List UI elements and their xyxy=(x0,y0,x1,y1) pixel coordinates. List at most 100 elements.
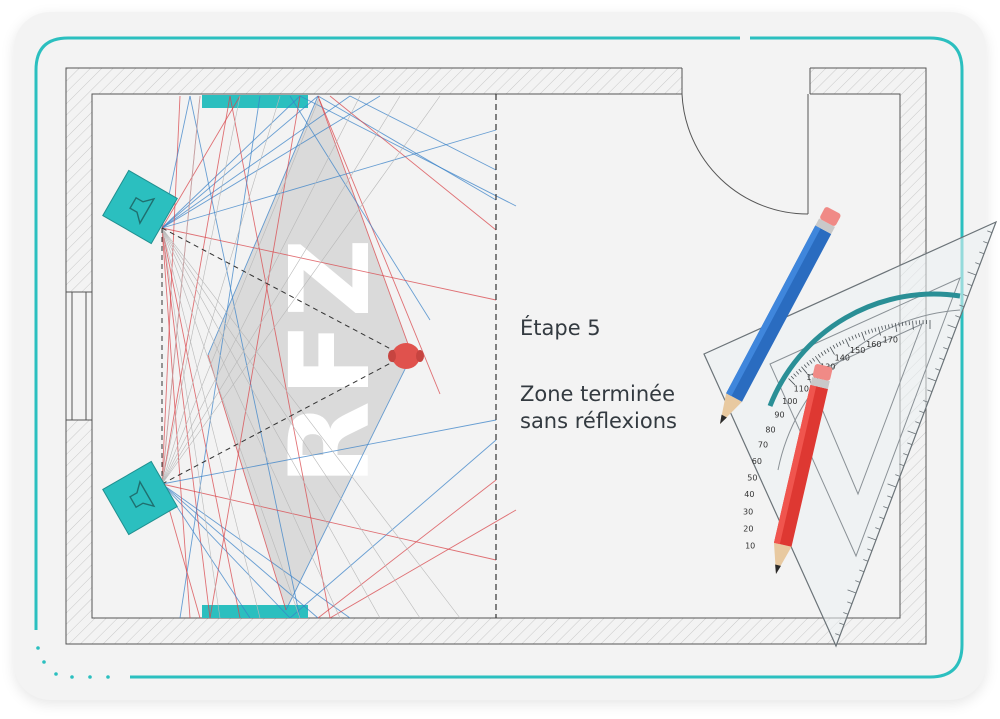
reflection-ray xyxy=(299,95,517,207)
set-square-tick xyxy=(843,612,849,615)
set-square-tick xyxy=(927,389,933,392)
protractor-label: 50 xyxy=(747,473,757,482)
set-square-tick xyxy=(847,601,853,604)
protractor-label: 80 xyxy=(765,425,775,434)
reflection-ray xyxy=(349,95,497,171)
set-square-tick xyxy=(923,400,929,403)
protractor-tick xyxy=(838,341,842,346)
protractor-label: 40 xyxy=(744,490,754,499)
reflection-ray xyxy=(329,95,497,231)
reflection-ray xyxy=(161,95,241,229)
protractor-tick xyxy=(901,321,904,326)
protractor-tick xyxy=(801,366,808,374)
set-square-tick xyxy=(847,589,857,594)
protractor-tick xyxy=(820,352,824,356)
set-square-tick xyxy=(867,536,877,541)
caption-line-2: sans réflexions xyxy=(520,409,677,433)
reflection-ray xyxy=(189,95,301,619)
faint-ray xyxy=(161,227,341,619)
protractor-label: 100 xyxy=(782,397,797,406)
protractor-tick xyxy=(790,375,795,380)
protractor-tick xyxy=(881,325,883,330)
set-square-tick xyxy=(919,410,925,414)
listening-triangle xyxy=(161,227,405,485)
set-square-tick xyxy=(943,347,949,350)
faint-ray xyxy=(161,227,221,619)
protractor-tick xyxy=(848,337,851,342)
step-label: Étape 5 xyxy=(520,316,601,340)
set-square-tick xyxy=(967,283,973,286)
protractor-tick xyxy=(854,334,857,339)
set-square-tick xyxy=(947,324,957,329)
protractor-tick xyxy=(867,329,870,334)
frame-accent-dots xyxy=(36,646,110,679)
protractor-tick xyxy=(793,373,797,377)
set-square-tick xyxy=(907,430,917,435)
protractor-tick xyxy=(894,322,898,332)
protractor-label: 110 xyxy=(794,384,809,393)
caption: Zone terminée sans réflexions xyxy=(520,381,720,435)
protractor-tick xyxy=(898,322,900,327)
pencil-red-icon xyxy=(773,364,833,574)
protractor-tick xyxy=(788,378,796,386)
reflection-ray xyxy=(161,227,211,619)
reflection-ray xyxy=(161,483,291,619)
faint-ray xyxy=(161,227,461,619)
faint-ray xyxy=(161,227,261,619)
protractor-label: 70 xyxy=(758,441,768,450)
protractor-tick xyxy=(829,346,835,355)
protractor-label: 170 xyxy=(883,335,898,344)
listener-icon xyxy=(388,343,424,369)
reflection-rays xyxy=(161,95,517,619)
set-square-tick xyxy=(983,241,989,244)
protractor-label: 140 xyxy=(835,354,850,363)
reflection-ray xyxy=(161,129,497,229)
set-square-tick xyxy=(855,580,861,583)
absorber-panel-top xyxy=(202,95,308,108)
set-square-tick xyxy=(875,527,881,530)
protractor-tick xyxy=(826,348,830,353)
set-square-tick xyxy=(879,516,885,520)
caption-line-1: Zone terminée xyxy=(520,382,675,406)
reflection-ray xyxy=(161,419,497,485)
protractor-tick xyxy=(877,326,881,336)
set-square-tick xyxy=(839,622,845,626)
set-square-tick xyxy=(955,315,961,318)
faint-ray xyxy=(161,227,381,619)
set-square-tick xyxy=(967,271,977,276)
protractor-tick xyxy=(912,320,914,330)
set-square-tick xyxy=(883,506,889,509)
reflection-ray xyxy=(285,354,413,611)
reflection-ray xyxy=(161,227,497,301)
set-square-tick xyxy=(963,294,969,297)
reflection-ray xyxy=(161,95,351,229)
reflection-ray xyxy=(207,354,287,611)
set-square-tick xyxy=(939,357,945,361)
protractor-tick xyxy=(851,335,854,340)
protractor-tick xyxy=(835,343,839,348)
protractor-label: 60 xyxy=(752,457,762,466)
faint-ray xyxy=(161,227,421,619)
protractor-label: 90 xyxy=(774,411,784,420)
faint-ray xyxy=(161,95,281,485)
window xyxy=(65,291,93,421)
protractor-label: 160 xyxy=(866,340,881,349)
set-square-tick xyxy=(887,483,897,488)
set-square-tick xyxy=(927,377,937,382)
set-square-tick xyxy=(935,368,941,371)
set-square-tick xyxy=(987,230,993,233)
protractor-label: 20 xyxy=(743,524,753,533)
faint-ray xyxy=(161,95,401,485)
set-square-icon xyxy=(703,220,998,648)
frame-accent-line xyxy=(130,36,964,679)
protractor-tick xyxy=(841,340,845,345)
protractor-tick xyxy=(806,362,810,366)
faint-ray xyxy=(161,95,441,485)
faint-ray xyxy=(161,227,301,619)
set-square-tick xyxy=(859,569,865,573)
set-square-tick xyxy=(979,251,985,255)
protractor-tick xyxy=(817,353,821,358)
reflection-ray xyxy=(317,95,441,395)
protractor-label: 150 xyxy=(850,346,865,355)
protractor-tick xyxy=(874,327,877,332)
